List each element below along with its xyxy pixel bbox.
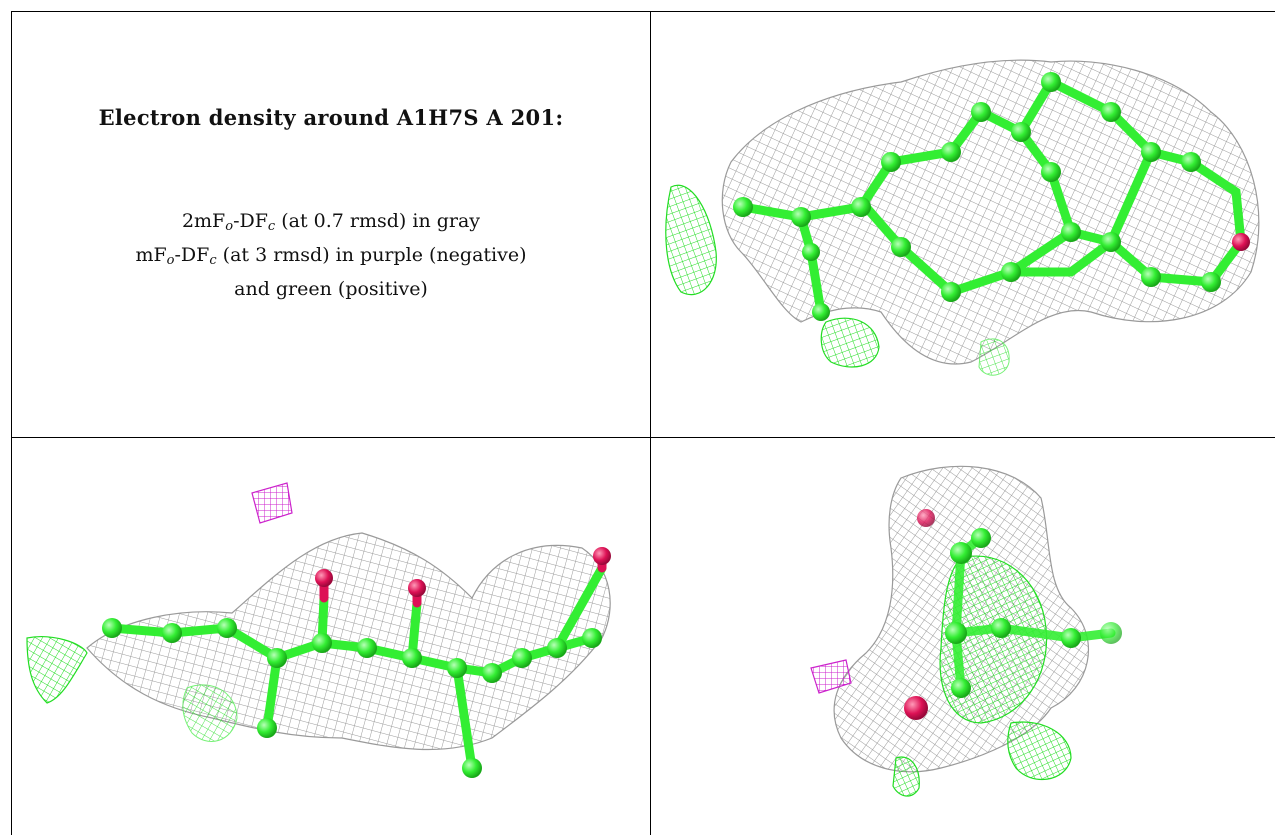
green-mesh-blob-lower-left — [892, 756, 920, 797]
green-mesh-blob-bottom-right — [978, 338, 1010, 376]
ligand-atoms — [733, 72, 1250, 321]
green-mesh-blob-left — [26, 636, 88, 704]
green-mesh-blob-bottom — [820, 317, 880, 368]
view-bottom-right — [651, 438, 1275, 835]
legend-line-positive: and green (positive) — [234, 278, 428, 300]
density-render-bottom-left — [26, 482, 611, 778]
grid-top-border — [11, 11, 1275, 12]
purple-mesh-blob — [251, 482, 293, 524]
view-top-right — [651, 12, 1275, 437]
legend-description: 2mFo-DFc (at 0.7 rmsd) in gray mFo-DFc (… — [12, 207, 650, 304]
legend-line-2mfo: 2mFo-DFc (at 0.7 rmsd) in gray — [181, 210, 481, 234]
ligand-atoms — [904, 509, 1122, 720]
density-render-bottom-right — [810, 465, 1122, 797]
green-mesh-blob-lower — [182, 684, 238, 742]
grid-left-border — [11, 11, 12, 835]
gray-mesh-envelope — [721, 59, 1260, 365]
gray-mesh-envelope — [86, 532, 611, 751]
view-bottom-left — [12, 438, 650, 835]
grid-middle-divider — [650, 11, 651, 835]
purple-mesh-blob — [810, 659, 852, 694]
ligand-bonds — [107, 563, 607, 773]
green-mesh-blob-left — [665, 184, 717, 296]
ligand-atoms — [102, 547, 611, 778]
green-mesh-blob-lower-right — [1007, 721, 1072, 781]
legend-line-mfo: mFo-DFc (at 3 rmsd) in purple (negative) — [135, 244, 527, 268]
density-render-top-right — [665, 59, 1260, 376]
grid-row-divider — [11, 437, 1275, 438]
legend-title: Electron density around A1H7S A 201: — [98, 105, 564, 130]
legend-cell: Electron density around A1H7S A 201: 2mF… — [12, 12, 650, 437]
